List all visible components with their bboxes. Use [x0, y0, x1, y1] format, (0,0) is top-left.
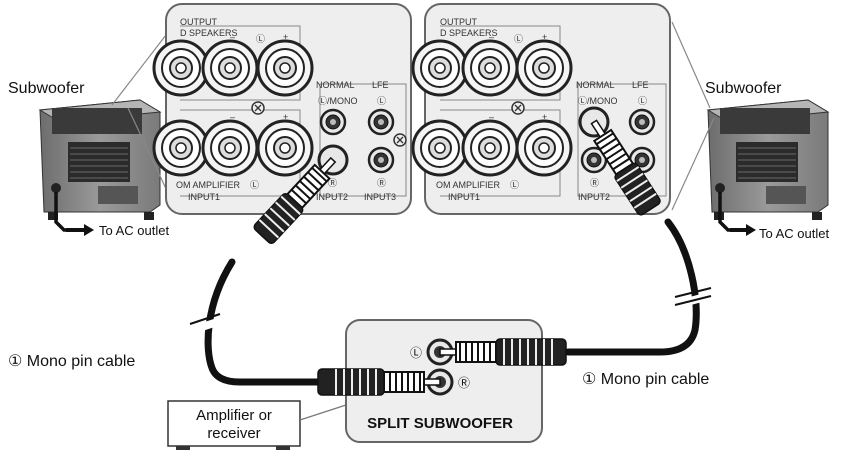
mono-pin-cable-right-label: ① Mono pin cable: [582, 371, 709, 388]
mono-pin-cable-left-label: ① Mono pin cable: [8, 353, 135, 370]
panel-left-speakers: D SPEAKERS: [180, 28, 238, 38]
panel-right-normal: NORMAL: [576, 80, 615, 90]
panel-right-output: OUTPUT: [440, 17, 478, 27]
panel-left-lmono: Ⓛ/MONO: [318, 96, 358, 106]
panel-left-plus1: +: [283, 32, 288, 42]
panel-right-l1: Ⓛ: [514, 34, 523, 44]
panel-left-input3: INPUT3: [364, 192, 396, 202]
panel-left-r: Ⓡ: [328, 178, 337, 188]
panel-right-plus2: +: [542, 112, 547, 122]
panel-left-amp: OM AMPLIFIER: [176, 180, 241, 190]
ac-outlet-left-label: To AC outlet: [99, 223, 169, 238]
cable-left: [187, 258, 322, 386]
panel-right-minus2: –: [489, 112, 494, 122]
panel-left-plus2: +: [283, 112, 288, 122]
subwoofer-right: [671, 21, 830, 236]
amplifier-label-line2: receiver: [207, 425, 260, 442]
panel-left-lfe-r: Ⓡ: [377, 178, 386, 188]
panel-right-input1: INPUT1: [448, 192, 480, 202]
panel-left-output: OUTPUT: [180, 17, 218, 27]
panel-left-input2: INPUT2: [316, 192, 348, 202]
split-l-label: Ⓛ: [410, 346, 422, 360]
ac-outlet-right-label: To AC outlet: [759, 226, 829, 241]
pin-plug-right-panel: [590, 119, 661, 216]
panel-right-amp: OM AMPLIFIER: [436, 180, 501, 190]
panel-right-r: Ⓡ: [590, 178, 599, 188]
panel-right-amp-l: Ⓛ: [510, 180, 519, 190]
panel-left-l1: Ⓛ: [256, 34, 265, 44]
panel-right-input2: INPUT2: [578, 192, 610, 202]
panel-right-minus1: –: [489, 32, 494, 42]
panel-right-lmono: Ⓛ/MONO: [578, 96, 618, 106]
panel-left-lfe: LFE: [372, 80, 389, 90]
split-subwoofer-label: SPLIT SUBWOOFER: [367, 415, 513, 432]
pin-plug-left-panel: [253, 156, 337, 245]
subwoofer-left: [38, 21, 177, 236]
panel-left-minus1: –: [230, 32, 235, 42]
rear-panel-left: OUTPUT D SPEAKERS – Ⓛ + – + NORMAL LFE Ⓛ…: [152, 3, 412, 215]
pin-plug-split-l: [439, 338, 567, 366]
subwoofer-left-label: Subwoofer: [8, 80, 85, 97]
panel-left-amp-l: Ⓛ: [250, 180, 259, 190]
subwoofer-right-label: Subwoofer: [705, 80, 782, 97]
panel-left-normal: NORMAL: [316, 80, 355, 90]
panel-right-speakers: D SPEAKERS: [440, 28, 498, 38]
amplifier-receiver: [167, 400, 347, 450]
amplifier-label-line1: Amplifier or: [196, 407, 272, 424]
split-r-label: Ⓡ: [458, 376, 470, 390]
panel-right-lfe-l: Ⓛ: [638, 96, 647, 106]
cable-right: [564, 218, 714, 356]
pin-plug-split-r: [317, 368, 441, 396]
panel-left-minus2: –: [230, 112, 235, 122]
panel-left-lfe-l: Ⓛ: [377, 96, 386, 106]
panel-right-plus1: +: [542, 32, 547, 42]
panel-right-lfe: LFE: [632, 80, 649, 90]
panel-left-input1: INPUT1: [188, 192, 220, 202]
